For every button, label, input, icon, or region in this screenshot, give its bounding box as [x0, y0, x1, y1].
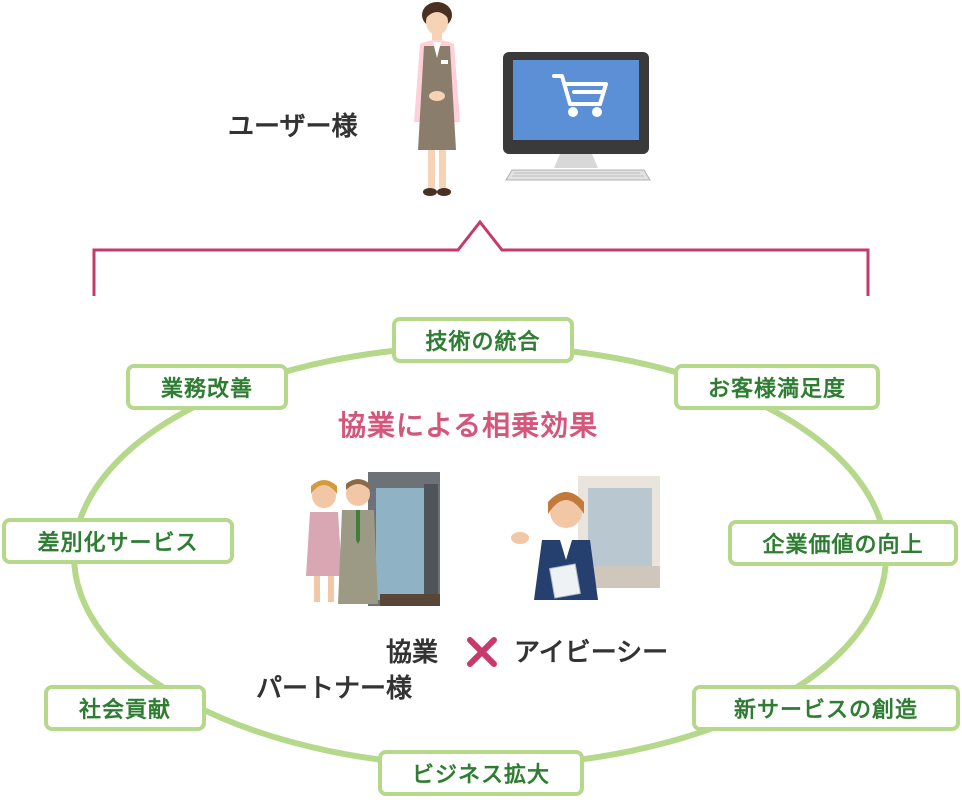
desktop-computer-icon — [503, 52, 651, 181]
cycle-item-new-services: 新サービスの創造 — [692, 685, 960, 731]
cycle-item-tech-integration: 技術の統合 — [392, 317, 574, 363]
partner-label-line2: パートナー様 — [256, 674, 413, 704]
partner-label-line1: 協業 — [386, 638, 439, 668]
company-label: アイビーシー — [514, 638, 669, 668]
business-people-with-building-icon — [306, 472, 440, 606]
woman-staff-icon — [414, 2, 460, 196]
shopping-cart-icon — [552, 74, 608, 117]
cross-icon — [467, 637, 497, 667]
receptionist-with-building-icon — [511, 476, 660, 600]
synergy-title: 協業による相乗効果 — [338, 409, 599, 442]
cycle-item-corporate-value: 企業価値の向上 — [728, 520, 958, 566]
cycle-item-customer-satisfaction: お客様満足度 — [674, 364, 880, 410]
cycle-item-business-expansion: ビジネス拡大 — [378, 750, 584, 796]
cycle-item-social-contribution: 社会貢献 — [44, 685, 206, 731]
user-label: ユーザー様 — [228, 112, 358, 142]
cycle-item-differentiated-services: 差別化サービス — [2, 518, 234, 564]
bracket — [92, 219, 870, 296]
cycle-item-business-improvement: 業務改善 — [126, 364, 288, 410]
